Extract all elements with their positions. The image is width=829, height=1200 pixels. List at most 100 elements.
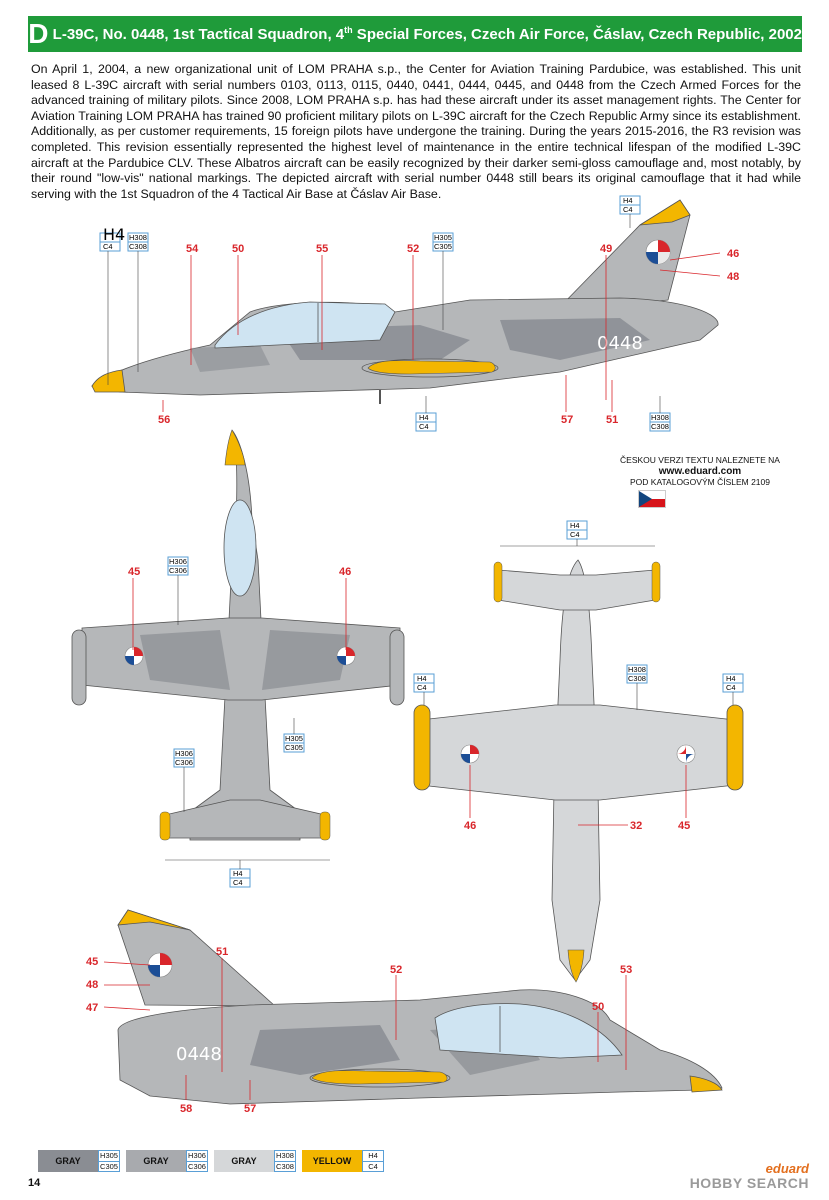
svg-text:C4: C4	[570, 530, 580, 539]
svg-text:H308: H308	[628, 665, 646, 674]
svg-text:H4: H4	[417, 674, 427, 683]
czech-note-url[interactable]: www.eduard.com	[658, 466, 742, 477]
callout-48-side: 48	[86, 979, 98, 991]
brand-hobbysearch: HOBBY SEARCH	[689, 1175, 809, 1191]
side-profile-right: 0448	[117, 909, 723, 1105]
svg-text:C308: C308	[651, 422, 669, 431]
callout-46: 46	[727, 248, 739, 260]
side-right-serial: 0448	[176, 1044, 222, 1065]
svg-text:C4: C4	[726, 683, 736, 692]
svg-text:H305: H305	[434, 233, 452, 242]
callout-48: 48	[727, 271, 739, 283]
svg-text:H308: H308	[129, 233, 147, 242]
callout-45-bottom: 45	[678, 820, 690, 832]
callout-lines	[103, 252, 721, 1100]
svg-text:H308: H308	[651, 413, 669, 422]
side-left-serial: 0448	[597, 333, 643, 354]
title-part-2: Special Forces, Czech Air Force, Čáslav,…	[352, 26, 802, 43]
legend-color-1: GRAY	[38, 1150, 98, 1172]
title-part-1: L-39C, No. 0448, 1st Tactical Squadron, …	[52, 26, 345, 43]
czech-note-line3: POD KATALOGOVÝM ČÍSLEM 2109	[630, 477, 770, 487]
svg-text:H4: H4	[419, 413, 429, 422]
czech-note-line1: ČESKOU VERZI TEXTU NALEZNETE NA	[620, 455, 780, 465]
callout-45-side: 45	[86, 956, 98, 968]
svg-text:C308: C308	[628, 674, 646, 683]
svg-text:H305: H305	[285, 734, 303, 743]
callout-51-side: 51	[216, 946, 228, 958]
legend-color-2: GRAY	[126, 1150, 186, 1172]
svg-text:H4: H4	[103, 225, 125, 244]
brand-logo: eduard HOBBY SEARCH	[689, 1161, 809, 1191]
callout-47: 47	[86, 1002, 98, 1014]
callout-46-bottom: 46	[464, 820, 476, 832]
callout-54: 54	[186, 243, 199, 255]
svg-text:C305: C305	[285, 743, 303, 752]
callout-50: 50	[232, 243, 244, 255]
legend-color-4: YELLOW	[302, 1150, 362, 1172]
svg-text:H306: H306	[175, 749, 193, 758]
svg-text:C308: C308	[129, 242, 147, 251]
callout-57-side: 57	[244, 1103, 256, 1115]
svg-text:H4: H4	[233, 869, 243, 878]
callout-45-top: 45	[128, 566, 140, 578]
svg-text:C305: C305	[434, 242, 452, 251]
callout-51: 51	[606, 414, 618, 426]
callout-49: 49	[600, 243, 612, 255]
page-number: 14	[28, 1177, 41, 1189]
svg-text:C4: C4	[103, 242, 113, 251]
callout-57: 57	[561, 414, 573, 426]
svg-text:C4: C4	[419, 422, 429, 431]
czech-note: ČESKOU VERZI TEXTU NALEZNETE NA www.edua…	[610, 455, 790, 508]
svg-text:C4: C4	[233, 878, 243, 887]
callout-52: 52	[407, 243, 419, 255]
callout-numbers: 54 50 55 52 49 46 48 56 57 51 45 46 46 4…	[86, 243, 739, 1115]
callout-32: 32	[630, 820, 642, 832]
svg-text:H4: H4	[726, 674, 736, 683]
svg-text:C4: C4	[417, 683, 427, 692]
legend-color-3: GRAY	[214, 1150, 274, 1172]
intro-paragraph: On April 1, 2004, a new organizational u…	[31, 62, 801, 201]
callout-56: 56	[158, 414, 170, 426]
callout-52-side: 52	[390, 964, 402, 976]
profile-title: L-39C, No. 0448, 1st Tactical Squadron, …	[49, 25, 802, 43]
callout-53: 53	[620, 964, 632, 976]
svg-text:C306: C306	[175, 758, 193, 767]
top-view	[71, 429, 405, 841]
svg-text:C4: C4	[623, 205, 633, 214]
callout-50-side: 50	[592, 1001, 604, 1013]
callout-58: 58	[180, 1103, 192, 1115]
profile-letter: D	[28, 18, 49, 49]
title-sup: th	[344, 25, 353, 35]
callout-46-top: 46	[339, 566, 351, 578]
profile-header: D L-39C, No. 0448, 1st Tactical Squadron…	[28, 16, 802, 52]
svg-text:H4: H4	[623, 196, 633, 205]
brand-eduard: eduard	[765, 1161, 809, 1176]
svg-text:C306: C306	[169, 566, 187, 575]
czech-flag-icon	[638, 490, 666, 508]
